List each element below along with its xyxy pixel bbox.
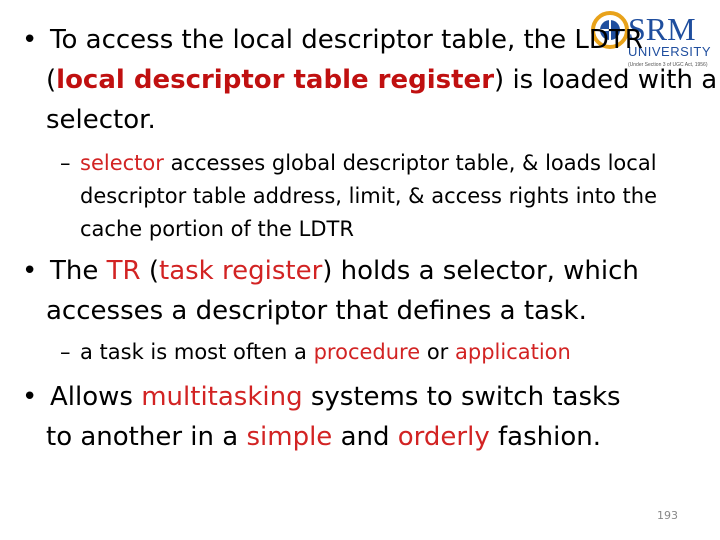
srm-emblem-icon: SRM UNIVERSITY (Under Section 3 of UGC A… — [591, 11, 711, 68]
text-line: cache portion of the LDTR — [80, 214, 354, 244]
text-span: accesses global descriptor table, & load… — [163, 151, 657, 175]
dash-marker: – — [60, 340, 71, 364]
term-application: application — [455, 340, 571, 364]
logo-name: SRM — [628, 11, 696, 47]
text-span: or — [420, 340, 455, 364]
text-span: accesses a descriptor that defines a tas… — [46, 296, 587, 326]
text-span: fashion. — [489, 422, 601, 452]
text-line: To access the local descriptor table, th… — [50, 22, 643, 58]
srm-university-logo: SRM UNIVERSITY (Under Section 3 of UGC A… — [586, 6, 716, 76]
term-task-register: task register — [159, 256, 323, 286]
text-span: ) holds a selector, which — [322, 256, 639, 286]
text-span: a task is most often a — [80, 340, 314, 364]
page-number: 193 — [657, 509, 678, 522]
logo-subtitle: UNIVERSITY — [628, 44, 711, 59]
term-tr: TR — [106, 256, 141, 286]
text-span: cache portion of the LDTR — [80, 217, 354, 241]
logo-tagline: (Under Section 3 of UGC Act, 1956) — [628, 62, 708, 68]
text-line: (local descriptor table register) is loa… — [46, 62, 717, 98]
text-span: systems to switch tasks — [302, 382, 621, 412]
text-span: Allows — [50, 382, 142, 412]
bullet-marker: • — [22, 256, 38, 286]
bullet-marker: • — [22, 25, 38, 55]
text-span: ( — [140, 256, 159, 286]
text-line: a task is most often a procedure or appl… — [80, 337, 571, 367]
term-local-descriptor-table-register: local descriptor table register — [56, 65, 495, 95]
text-line: selector. — [46, 102, 156, 138]
text-span: to another in a — [46, 422, 247, 452]
text-span: To access the local descriptor table, th… — [50, 25, 643, 55]
text-line: The TR (task register) holds a selector,… — [50, 253, 639, 289]
bullet-marker: • — [22, 382, 38, 412]
term-simple: simple — [246, 422, 333, 452]
term-orderly: orderly — [397, 422, 490, 452]
dash-marker: – — [60, 151, 71, 175]
text-span: ) is loaded with a — [494, 65, 718, 95]
term-multitasking: multitasking — [141, 382, 303, 412]
text-line: selector accesses global descriptor tabl… — [80, 148, 657, 178]
term-selector: selector — [80, 151, 164, 175]
text-line: descriptor table address, limit, & acces… — [80, 181, 657, 211]
text-span: descriptor table address, limit, & acces… — [80, 184, 657, 208]
text-line: to another in a simple and orderly fashi… — [46, 419, 601, 455]
text-line: accesses a descriptor that defines a tas… — [46, 293, 587, 329]
text-span: selector. — [46, 105, 156, 135]
text-span: and — [332, 422, 398, 452]
text-span: ( — [46, 65, 57, 95]
text-span: The — [50, 256, 107, 286]
text-line: Allows multitasking systems to switch ta… — [50, 379, 621, 415]
term-procedure: procedure — [313, 340, 421, 364]
